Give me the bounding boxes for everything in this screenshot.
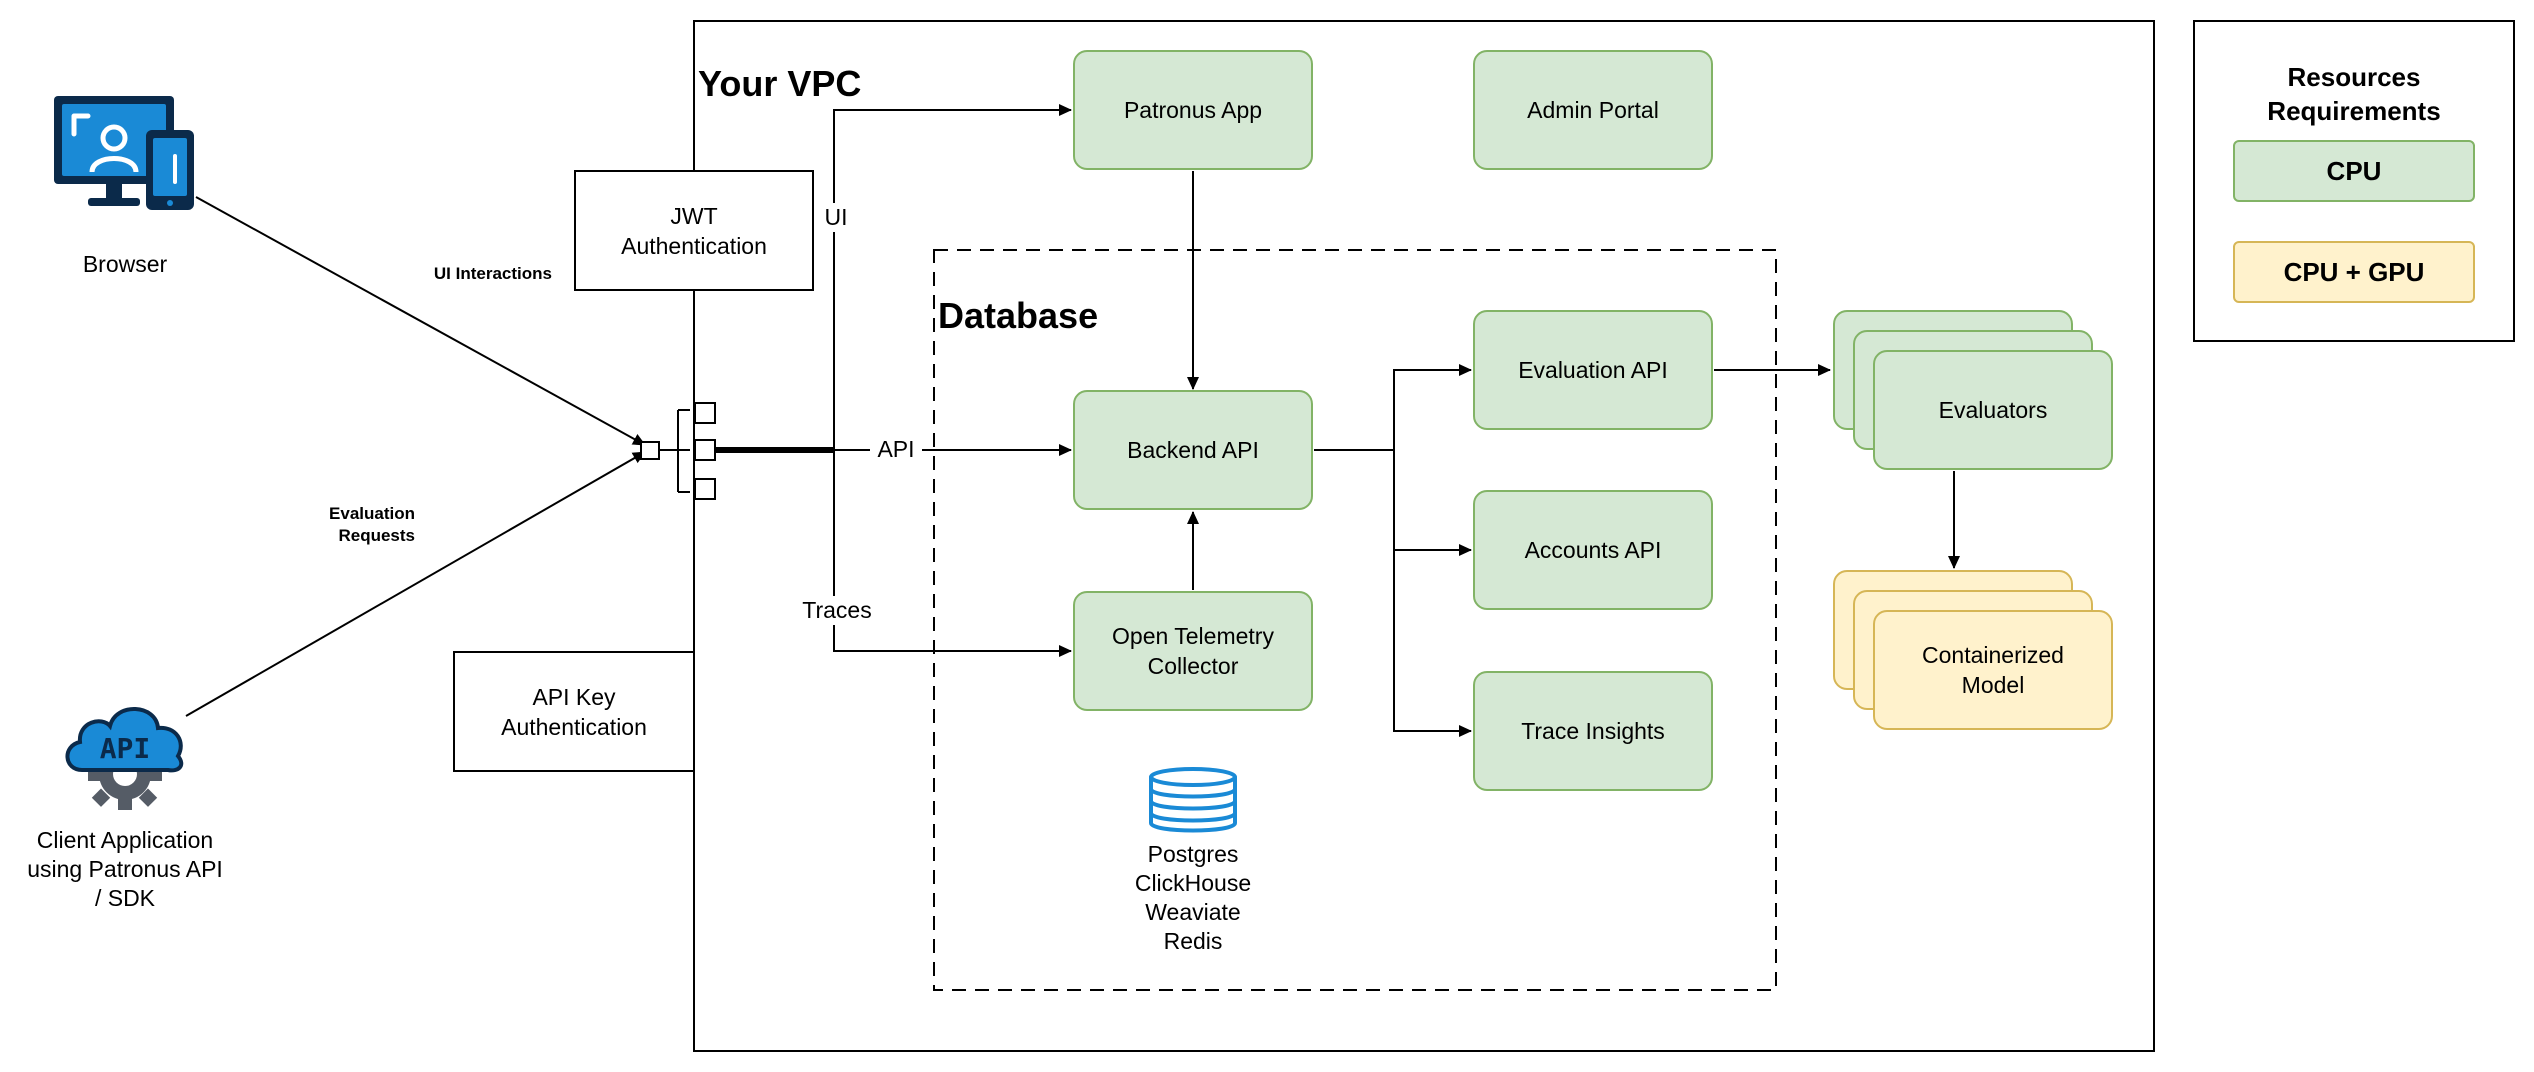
patronus-app-box: Patronus App — [1073, 50, 1313, 170]
ui-edge — [712, 104, 1072, 449]
traces-edge — [712, 451, 1072, 657]
api-key-authentication-box: API Key Authentication — [453, 651, 695, 772]
browser-user-devices-icon — [54, 96, 194, 210]
legend-frame — [2193, 20, 2515, 342]
database-stores-label: Postgres ClickHouse Weaviate Redis — [1134, 841, 1252, 954]
gateway-ports — [694, 402, 716, 500]
ui-interactions-label: UI Interactions — [433, 264, 552, 283]
api-cloud-gear-icon: API — [65, 707, 184, 810]
backend-to-accounts-edge — [1393, 450, 1472, 556]
svg-text:API: API — [100, 732, 151, 765]
client-app-label: Client Application using Patronus API / … — [27, 827, 223, 911]
browser-label: Browser — [82, 251, 168, 277]
backend-to-trace-insights-edge — [1393, 550, 1472, 737]
database-boundary — [933, 249, 1777, 991]
trace-insights-box: Trace Insights — [1473, 671, 1713, 791]
client-to-gateway-edge — [185, 451, 646, 717]
evaluation-requests-label: Evaluation Requests — [329, 504, 415, 545]
browser-to-gateway-edge — [195, 196, 646, 446]
gateway-port-icon — [640, 409, 690, 493]
legend-title: Resources Requirements — [2267, 62, 2441, 126]
admin-portal-box: Admin Portal — [1473, 50, 1713, 170]
ui-edge-label: UI — [818, 203, 854, 232]
database-title: Database — [938, 295, 1099, 336]
api-edge-label: API — [870, 435, 922, 464]
traces-edge-label: Traces — [796, 596, 878, 625]
vpc-title: Your VPC — [698, 63, 862, 104]
containerized-model-box: Containerized Model — [1873, 610, 2113, 730]
vpc-boundary — [693, 20, 2155, 1052]
jwt-authentication-box: JWT Authentication — [574, 170, 814, 291]
legend-cpu: CPU — [2233, 140, 2475, 202]
backend-api-box: Backend API — [1073, 390, 1313, 510]
evaluation-api-box: Evaluation API — [1473, 310, 1713, 430]
accounts-api-box: Accounts API — [1473, 490, 1713, 610]
evaluators-box: Evaluators — [1873, 350, 2113, 470]
backend-to-evaluation-edge — [1314, 364, 1472, 451]
legend-cpu-gpu: CPU + GPU — [2233, 241, 2475, 303]
database-stack-icon — [1149, 767, 1237, 833]
otel-collector-box: Open Telemetry Collector — [1073, 591, 1313, 711]
